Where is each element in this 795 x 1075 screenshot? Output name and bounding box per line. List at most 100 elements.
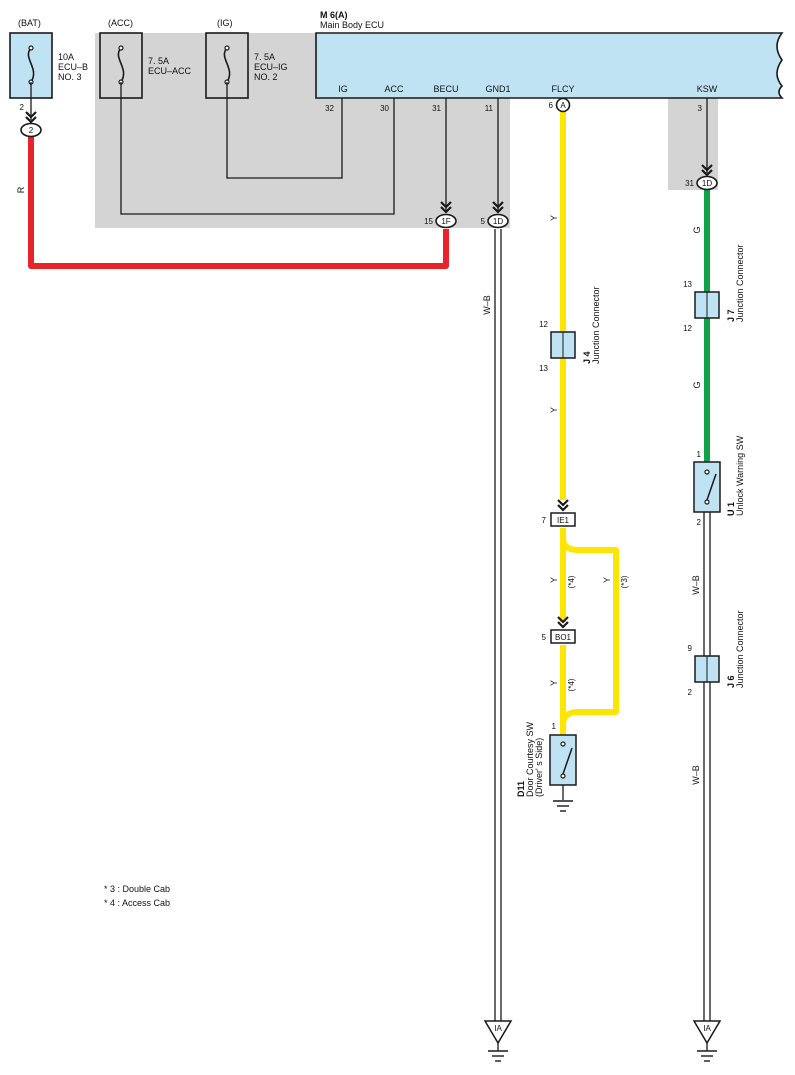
ground-ia-right: IA bbox=[692, 1020, 722, 1062]
svg-text:1D: 1D bbox=[702, 179, 712, 188]
fuse-ig-name1: ECU–IG bbox=[254, 62, 288, 72]
svg-text:1D: 1D bbox=[493, 217, 503, 226]
ecu-pin-ig-label: IG bbox=[338, 84, 348, 94]
ecu-pin-gnd1-num: 11 bbox=[485, 104, 494, 113]
fuse-ig-source: (IG) bbox=[217, 18, 233, 28]
junction-j4-pin-top: 12 bbox=[539, 320, 548, 329]
svg-text:IA: IA bbox=[494, 1024, 502, 1033]
fuse-ig-rating: 7. 5A bbox=[254, 52, 275, 62]
connector-bo1-pin: 5 bbox=[542, 633, 547, 642]
wire-yellow-variant-2: (*3) bbox=[620, 575, 629, 588]
fuse-bat-source: (BAT) bbox=[18, 18, 41, 28]
fuse-bat-rating: 10A bbox=[58, 52, 74, 62]
switch-u1-name: Unlock Warning SW bbox=[735, 435, 745, 516]
svg-text:BO1: BO1 bbox=[555, 633, 572, 642]
connector-flcy-a: A bbox=[555, 97, 571, 113]
fuse-bat-name2: NO. 3 bbox=[58, 72, 82, 82]
connector-ie1: IE1 bbox=[550, 498, 576, 527]
wire-wb-left bbox=[494, 229, 502, 1022]
ecu-pin-ig-num: 32 bbox=[325, 104, 334, 113]
ecu-pin-acc-num: 30 bbox=[380, 104, 389, 113]
connector-bat: 2 bbox=[20, 110, 42, 138]
fuse-bat-name1: ECU–B bbox=[58, 62, 88, 72]
ksw-harness-panel bbox=[668, 98, 718, 190]
wire-yellow-label-2: Y bbox=[549, 407, 559, 413]
wire-red bbox=[28, 136, 449, 269]
connector-ksw-1d: 1D bbox=[696, 163, 718, 191]
fuse-ig-icon bbox=[223, 47, 231, 83]
junction-j7-code: J 7 bbox=[726, 309, 736, 322]
wire-yellow-bypass bbox=[560, 537, 619, 726]
fuse-bat-icon bbox=[27, 47, 35, 83]
ecu-pin-ksw-label: KSW bbox=[697, 84, 718, 94]
fuse-ig-name2: NO. 2 bbox=[254, 72, 278, 82]
switch-d11-name1: Door Courtesy SW bbox=[525, 721, 535, 797]
wire-green-label-2: G bbox=[692, 381, 702, 388]
ecu-pin-gnd1-label: GND1 bbox=[485, 84, 510, 94]
ecu-pin-becu-label: BECU bbox=[433, 84, 458, 94]
switch-d11 bbox=[549, 734, 577, 800]
wire-wb-right bbox=[703, 512, 711, 1022]
switch-d11-pin: 1 bbox=[552, 722, 557, 731]
svg-text:IE1: IE1 bbox=[557, 516, 570, 525]
connector-ie1-pin: 7 bbox=[542, 516, 547, 525]
switch-u1-pin-top: 1 bbox=[697, 450, 702, 459]
fuse-acc-icon bbox=[117, 47, 125, 83]
junction-j6-pin-top: 9 bbox=[688, 644, 693, 653]
ecu-code: M 6(A) bbox=[320, 10, 348, 20]
switch-u1-pin-bot: 2 bbox=[697, 518, 702, 527]
ecu-pin-flcy-num: 6 bbox=[549, 101, 554, 110]
connector-bo1: BO1 bbox=[550, 615, 576, 644]
junction-j6-code: J 6 bbox=[726, 675, 736, 688]
ecu-pin-flcy-label: FLCY bbox=[551, 84, 574, 94]
fuse-acc-source: (ACC) bbox=[108, 18, 133, 28]
fuse-acc-name1: ECU–ACC bbox=[148, 66, 192, 76]
connector-gnd1-1d: 1D bbox=[487, 200, 509, 229]
ecu-pin-becu-num: 31 bbox=[432, 104, 441, 113]
wire-yellow-label-3: Y bbox=[549, 577, 559, 583]
junction-j7-name: Junction Connector bbox=[735, 244, 745, 322]
connector-1f-pin: 15 bbox=[424, 217, 433, 226]
junction-j7-pin-top: 13 bbox=[683, 280, 692, 289]
fuse-bat-pin: 2 bbox=[20, 103, 25, 112]
wire-yellow-label-4: Y bbox=[602, 577, 612, 583]
switch-d11-name2: (Driver' s Side) bbox=[534, 738, 544, 797]
switch-u1 bbox=[693, 461, 721, 513]
junction-j4-code: J 4 bbox=[582, 351, 592, 364]
junction-j6-pin-bot: 2 bbox=[688, 688, 693, 697]
ecu-pin-ksw-num: 3 bbox=[698, 104, 703, 113]
svg-text:1F: 1F bbox=[441, 217, 450, 226]
wire-wb-right-label-2: W–B bbox=[691, 765, 701, 785]
note-access-cab: * 4 : Access Cab bbox=[104, 898, 170, 908]
wire-ig-internal bbox=[226, 82, 343, 179]
svg-text:A: A bbox=[560, 101, 566, 110]
connector-1f: 1F bbox=[435, 200, 457, 229]
wire-wb-left-label: W–B bbox=[482, 295, 492, 315]
svg-text:2: 2 bbox=[29, 126, 34, 135]
switch-u1-code: U 1 bbox=[726, 502, 736, 516]
wire-acc-internal bbox=[120, 82, 395, 215]
connector-ksw-pin: 31 bbox=[685, 179, 694, 188]
wire-yellow-label-5: Y bbox=[549, 680, 559, 686]
main-body-ecu-box bbox=[315, 32, 784, 99]
ecu-pin-acc-label: ACC bbox=[384, 84, 404, 94]
connector-gnd1-pin: 5 bbox=[481, 217, 486, 226]
ground-icon-d11 bbox=[553, 800, 573, 812]
ecu-name: Main Body ECU bbox=[320, 20, 384, 30]
wire-yellow-label-1: Y bbox=[549, 215, 559, 221]
ground-ia-left: IA bbox=[483, 1020, 513, 1062]
switch-d11-code: D11 bbox=[516, 781, 526, 797]
fuse-acc-rating: 7. 5A bbox=[148, 56, 169, 66]
junction-j4-pin-bot: 13 bbox=[539, 364, 548, 373]
note-double-cab: * 3 : Double Cab bbox=[104, 884, 170, 894]
wire-yellow-variant-1: (*4) bbox=[567, 575, 576, 588]
wire-yellow-variant-3: (*4) bbox=[567, 678, 576, 691]
junction-j6-name: Junction Connector bbox=[735, 610, 745, 688]
junction-j7-pin-bot: 12 bbox=[683, 324, 692, 333]
junction-j4-name: Junction Connector bbox=[591, 286, 601, 364]
wire-wb-right-label-1: W–B bbox=[691, 575, 701, 595]
wire-red-label: R bbox=[16, 186, 26, 193]
svg-text:IA: IA bbox=[703, 1024, 711, 1033]
wire-green-label-1: G bbox=[692, 226, 702, 233]
